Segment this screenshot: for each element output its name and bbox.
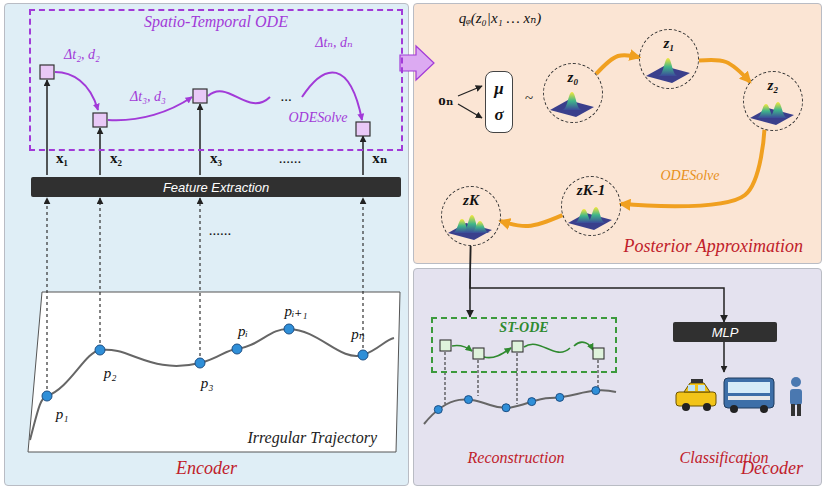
diagram-label: Δt₃, d₃ bbox=[130, 89, 166, 105]
diagram-label: pₙ bbox=[351, 325, 365, 343]
diagram-label: pᵢ₊₁ bbox=[284, 302, 307, 320]
connector bbox=[596, 55, 639, 74]
node-text: Feature Extraction bbox=[163, 180, 269, 195]
node-text: Encoder bbox=[176, 458, 237, 479]
diagram-label: ... bbox=[280, 88, 291, 105]
node-text: z₂ bbox=[767, 77, 778, 94]
posterior-panel: Posterior Approximation μσ z₀ z₁ z₂ zK-1 zK bbox=[413, 3, 822, 264]
diagram-label: p₁ bbox=[56, 406, 69, 423]
diagram-label: qᵩ(z₀|x₁ … xₙ) bbox=[459, 9, 542, 27]
diagram-label: Δtₙ, dₙ bbox=[315, 34, 352, 51]
node-text: MLP bbox=[712, 325, 739, 340]
connector bbox=[699, 60, 750, 82]
diagram-label: ~ bbox=[525, 90, 533, 107]
diagram-label: ...... bbox=[209, 222, 232, 239]
parameter-box: μσ bbox=[485, 71, 513, 133]
connector bbox=[621, 130, 765, 206]
node-text: σ bbox=[494, 105, 503, 125]
latent-circle: zK-1 bbox=[561, 176, 621, 236]
node-text: Spatio-Temporal ODE bbox=[144, 13, 288, 31]
node-text: z₁ bbox=[663, 35, 674, 52]
diagram-label: x₁ bbox=[56, 150, 68, 167]
diagram-label: oₙ bbox=[438, 91, 453, 109]
diagram-label: ...... bbox=[279, 150, 302, 167]
trajectory-frame: Irregular Trajectory bbox=[29, 293, 401, 453]
diagram-label: Classification bbox=[680, 449, 769, 467]
diagram-label: p₃ bbox=[201, 375, 214, 392]
ode-group: Spatio-Temporal ODE bbox=[29, 9, 403, 151]
node-text: zK-1 bbox=[577, 182, 605, 199]
node-text: μ bbox=[494, 79, 503, 99]
connector bbox=[501, 215, 563, 226]
node-text: ST-ODE bbox=[499, 320, 548, 336]
diagram-label: p₂ bbox=[104, 365, 117, 382]
diagram-label: ODESolve bbox=[288, 110, 347, 126]
diagram-label: xₙ bbox=[372, 149, 387, 167]
latent-circle: z₁ bbox=[639, 29, 699, 89]
diagram-label: x₃ bbox=[210, 150, 222, 167]
connector bbox=[469, 246, 471, 317]
edge-label: ODESolve bbox=[658, 168, 721, 184]
diagram-label: Reconstruction bbox=[468, 449, 565, 467]
latent-circle: z₀ bbox=[543, 63, 603, 123]
st-ode-group: ST-ODE bbox=[431, 317, 617, 373]
diagram-label: pᵢ bbox=[238, 323, 248, 340]
node-text: Irregular Trajectory bbox=[247, 429, 377, 447]
node-text: zK bbox=[463, 192, 479, 209]
process-box: Feature Extraction bbox=[31, 177, 401, 197]
diagram-label: Δt₂, d₂ bbox=[64, 47, 100, 63]
node-text: Posterior Approximation bbox=[624, 236, 804, 257]
connector bbox=[470, 246, 724, 322]
node-text: z₀ bbox=[567, 69, 578, 86]
latent-circle: z₂ bbox=[743, 71, 803, 131]
diagram-label: x₂ bbox=[110, 150, 122, 167]
latent-circle: zK bbox=[441, 186, 501, 246]
process-box: MLP bbox=[673, 322, 777, 342]
